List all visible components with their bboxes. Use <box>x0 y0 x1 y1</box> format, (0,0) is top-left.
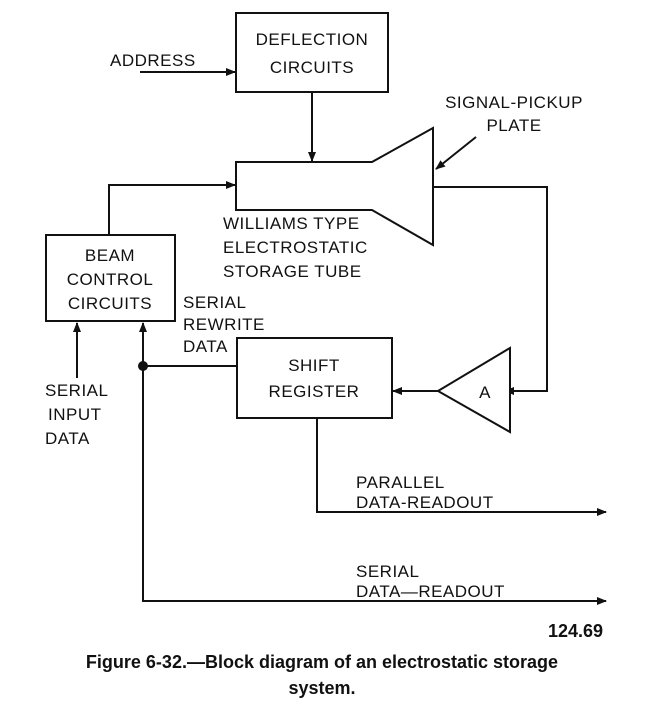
beam-control-label-line2: CONTROL <box>67 270 154 289</box>
serial-readout-label-line2: DATA—READOUT <box>356 582 505 601</box>
serial-readout-arrow <box>142 366 607 605</box>
caption-line1: Figure 6-32.—Block diagram of an electro… <box>86 652 558 672</box>
signal-pickup-label-line1: SIGNAL-PICKUP <box>445 93 583 112</box>
signal-pickup-pointer <box>435 136 477 170</box>
signal-pickup-label-line2: PLATE <box>486 116 541 135</box>
amplifier-label: A <box>479 383 491 402</box>
deflection-label-line1: DEFLECTION <box>256 30 369 49</box>
shift-register-block: SHIFT REGISTER <box>236 337 393 419</box>
williams-storage-tube <box>235 126 434 247</box>
beam-control-circuits-block: BEAM CONTROL CIRCUITS <box>45 234 176 322</box>
beam-control-label-line3: CIRCUITS <box>68 294 152 313</box>
serial-input-label-line2: INPUT <box>48 405 102 424</box>
serial-input-label-line1: SERIAL <box>45 381 108 400</box>
shift-register-label-line2: REGISTER <box>269 382 360 401</box>
parallel-readout-arrow <box>316 418 607 516</box>
serial-readout-label-line1: SERIAL <box>356 562 419 581</box>
amplifier-a: A <box>436 346 511 434</box>
parallel-readout-label-line1: PARALLEL <box>356 473 445 492</box>
serial-input-label-line3: DATA <box>45 429 90 448</box>
shift-register-label-line1: SHIFT <box>288 356 340 375</box>
serial-rewrite-label-line1: SERIAL <box>183 293 246 312</box>
deflection-circuits-block: DEFLECTION CIRCUITS <box>235 12 389 93</box>
beam-control-label-line1: BEAM <box>85 246 135 265</box>
serial-rewrite-label-line3: DATA <box>183 337 228 356</box>
deflection-label-line2: CIRCUITS <box>270 58 354 77</box>
tube-label-line3: STORAGE TUBE <box>223 262 362 281</box>
address-label: ADDRESS <box>110 51 196 70</box>
serial-rewrite-label-line2: REWRITE <box>183 315 265 334</box>
tube-label-line1: WILLIAMS TYPE <box>223 214 360 233</box>
figure-number: 124.69 <box>548 621 603 641</box>
beam-control-to-tube-arrow <box>108 181 236 235</box>
tube-label-line2: ELECTROSTATIC <box>223 238 368 257</box>
parallel-readout-label-line2: DATA-READOUT <box>356 493 494 512</box>
caption-line2: system. <box>288 678 355 698</box>
tube-to-amplifier-line <box>433 186 548 395</box>
